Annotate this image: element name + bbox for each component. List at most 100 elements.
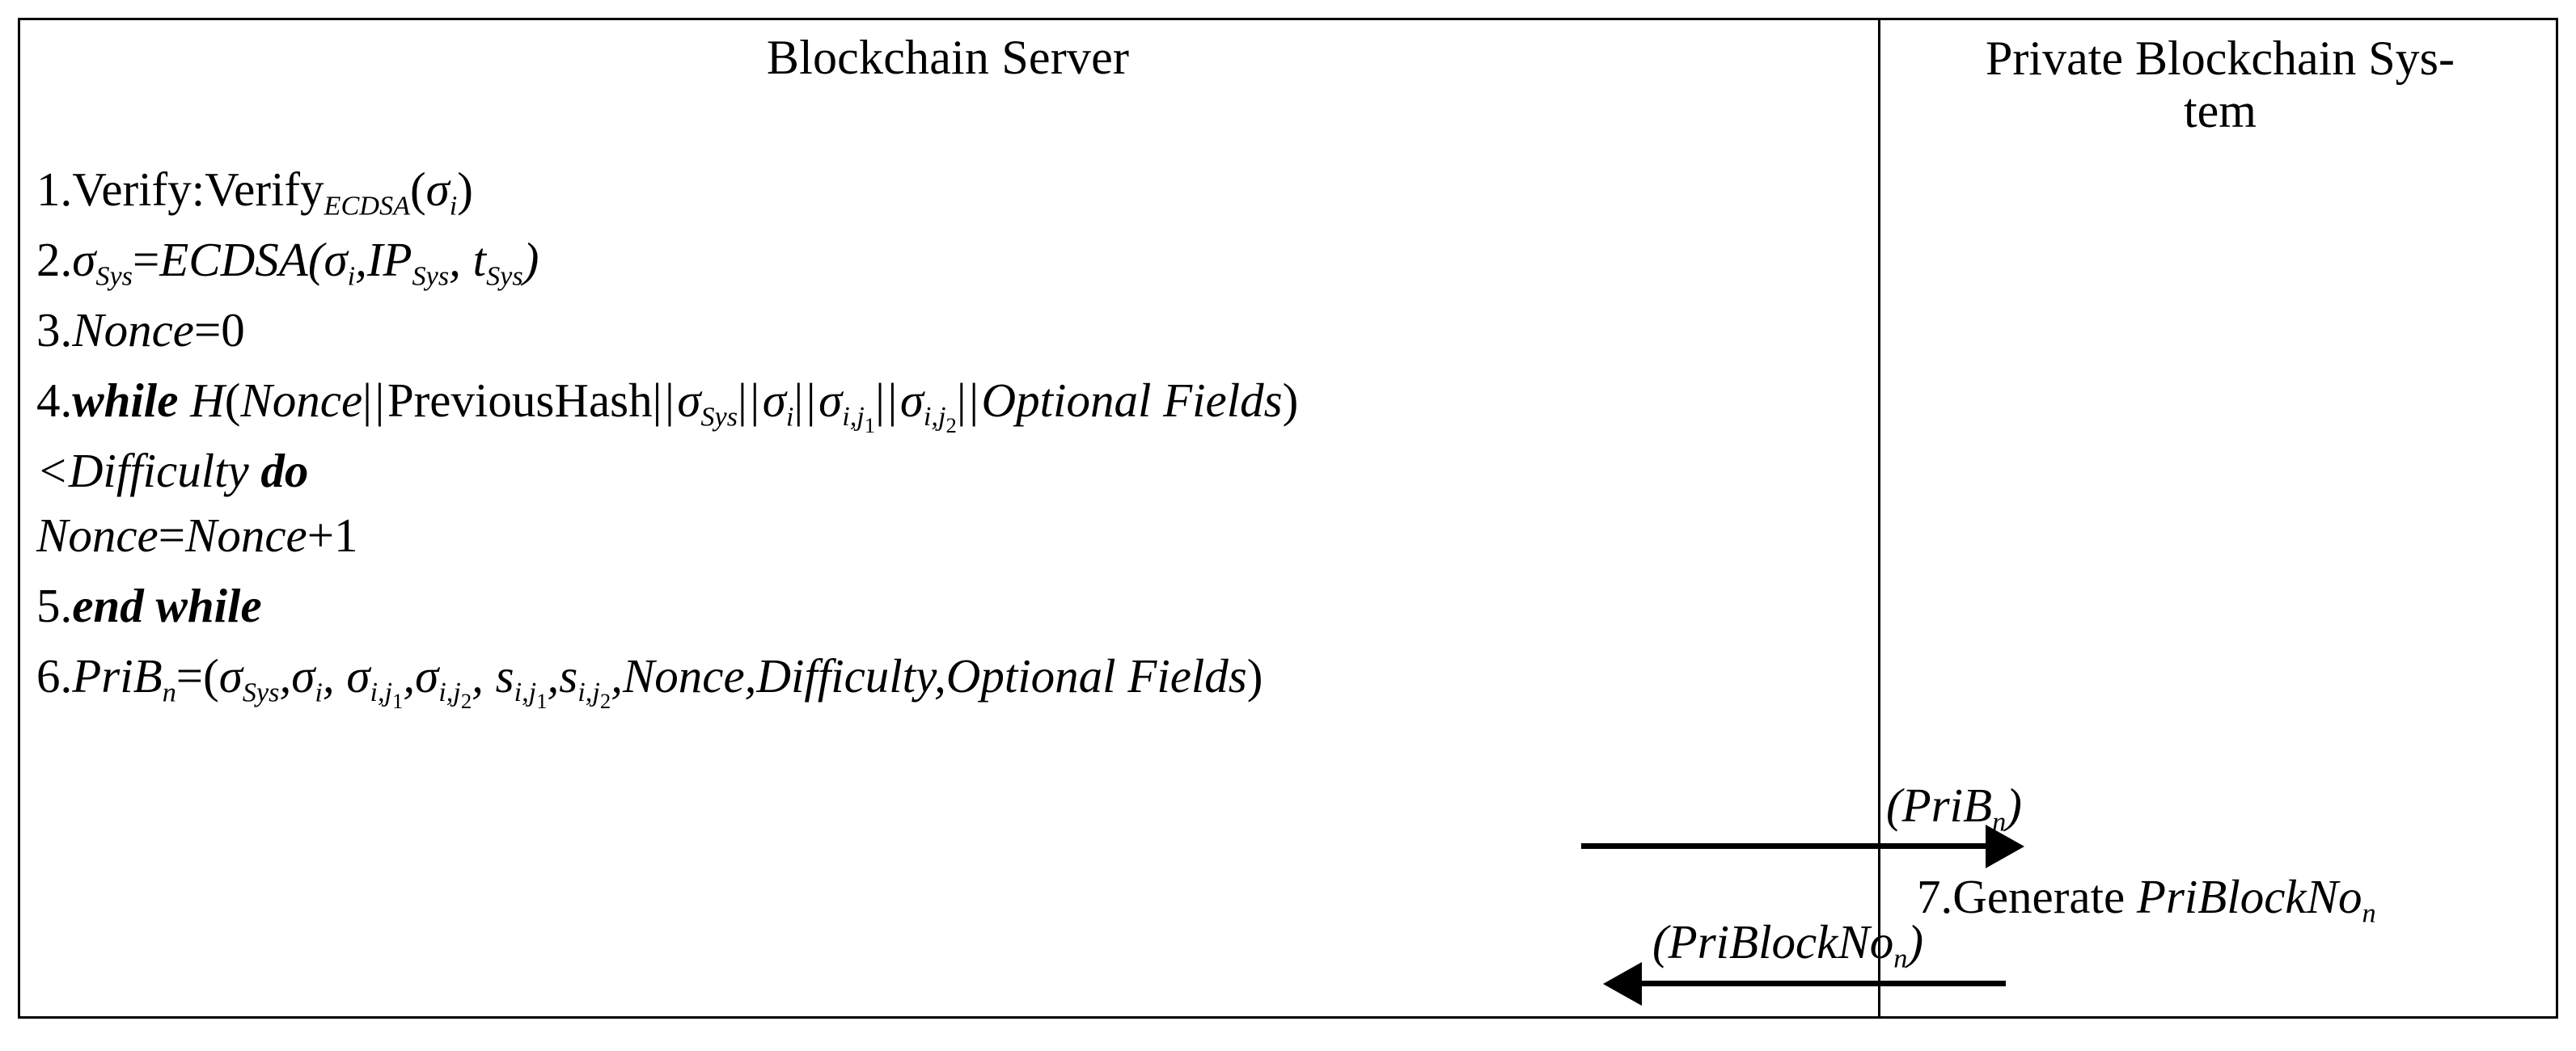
step-4-sep-4: || (793, 374, 819, 427)
step-6-comma-3: , (403, 649, 416, 703)
step-6-s-ij1-sub-index: 1 (536, 689, 548, 714)
step-6-field-nonce: Nonce (622, 649, 745, 703)
step-4-hash-function: H (190, 374, 225, 427)
step-5-number: 5. (36, 579, 73, 632)
step-2-arg-2: IP (366, 233, 412, 286)
step-6-comma-4: , (472, 649, 484, 703)
step-6-field-sigma-sys-subscript: Sys (242, 677, 280, 708)
step-4-body-rhs: Nonce (185, 509, 307, 562)
step-4-keyword-while: while (72, 374, 179, 427)
step-2-arg-1-subscript: i (347, 261, 356, 292)
step-4-term-sigma-ij1: σ (818, 374, 843, 427)
step-4-sigma-ij2-sub-base: i,j (923, 402, 946, 433)
step-6-lhs-subscript: n (162, 677, 176, 708)
step-4-term-sigma-i: σ (762, 374, 786, 427)
step-6-field-sigma-ij2: σ (415, 649, 439, 703)
step-6-sigma-ij2-sub-base: i,j (438, 677, 461, 708)
step-6-open-paren: ( (203, 649, 219, 703)
step-1-function-subscript: ECDSA (324, 191, 410, 222)
step-4-term-optional-fields: Optional Fields (981, 374, 1283, 427)
step-4-close-paren: ) (1282, 374, 1299, 427)
step-4-open-paren: ( (224, 374, 241, 427)
algo-step-4: 4.while H(Nonce||PreviousHash||σSys||σi|… (36, 374, 1872, 438)
step-3-variable: Nonce (72, 303, 194, 357)
step-6-field-optional-fields: Optional Fields (945, 649, 1247, 703)
step-6-field-difficulty: Difficulty (756, 649, 935, 703)
step-1-argument-subscript: i (449, 191, 458, 222)
step-4-sep-1: || (362, 374, 387, 427)
step-6-sigma-ij1-sub-base: i,j (370, 677, 393, 708)
step-4-term-sigma-ij2-subscript: i,j2 (923, 402, 957, 437)
step-4-term-sigma-i-subscript: i (785, 402, 794, 433)
step-1-open-paren: ( (410, 163, 426, 216)
algo-step-7: 7.Generate PriBlockNon (1917, 869, 2376, 929)
message-label-prib-name: PriB (1901, 779, 1993, 832)
lane-title-private-blockchain-system-line2: tem (2184, 83, 2257, 137)
protocol-diagram-box (18, 18, 2558, 1019)
step-6-field-sigma-i: σ (291, 649, 315, 703)
step-4-term-previoushash: PreviousHash (387, 374, 653, 427)
step-4-term-sigma-ij2: σ (899, 374, 924, 427)
step-1-close-paren: ) (457, 163, 473, 216)
step-6-number: 6. (36, 649, 73, 703)
step-4-body-increment: +1 (307, 509, 358, 562)
step-6-field-s-ij1-subscript: i,j1 (514, 677, 548, 712)
step-6-comma-5: , (547, 649, 560, 703)
step-4-term-nonce: Nonce (240, 374, 363, 427)
step-6-close-paren: ) (1246, 649, 1263, 703)
step-6-s-ij2-sub-index: 2 (599, 689, 611, 714)
step-7-object: PriBlockNo (2136, 870, 2362, 923)
algo-step-6: 6.PriBn=(σSys,σi, σi,j1,σi,j2, si,j1,si,… (36, 649, 1872, 712)
step-4-sigma-ij2-sub-index: 2 (945, 413, 957, 438)
step-6-field-s-ij1: s (495, 649, 514, 703)
step-7-verb: Generate (1952, 870, 2126, 923)
message-arrow-backward-line (1642, 981, 2006, 986)
step-2-arg-2-subscript: Sys (412, 261, 450, 292)
step-6-equals: = (176, 649, 204, 703)
step-2-arg-3: t (472, 233, 487, 286)
step-7-object-subscript: n (2362, 898, 2376, 929)
step-2-open-paren: ( (307, 233, 324, 286)
step-6-field-s-ij2-subscript: i,j2 (577, 677, 611, 712)
message-arrow-forward-head-icon (1986, 825, 2024, 868)
step-6-sigma-ij2-sub-index: 2 (460, 689, 472, 714)
step-6-comma-1: , (279, 649, 292, 703)
step-6-comma-7: , (744, 649, 757, 703)
step-6-s-ij1-sub-base: i,j (514, 677, 537, 708)
step-4-sep-6: || (956, 374, 982, 427)
lane-divider (1878, 18, 1880, 1019)
step-2-equals: = (132, 233, 160, 286)
message-label-priblockno: (PriBlockNon) (1652, 914, 1923, 974)
message-label-priblockno-subscript: n (1893, 943, 1908, 974)
step-2-close-paren: ) (522, 233, 539, 286)
step-4-sep-3: || (738, 374, 763, 427)
message-arrow-backward-head-icon (1603, 962, 1642, 1006)
step-2-arg-3-subscript: Sys (486, 261, 523, 292)
step-6-sigma-ij1-sub-index: 1 (392, 689, 404, 714)
step-4-difficulty: Difficulty (68, 444, 249, 497)
step-1-argument: σ (425, 163, 450, 216)
step-1-number: 1. (36, 163, 73, 216)
algo-step-4-condition: <Difficulty do (36, 447, 1872, 505)
algo-step-3: 3.Nonce=0 (36, 306, 1872, 365)
step-4-number: 4. (36, 374, 73, 427)
step-2-lhs: σ (72, 233, 96, 286)
step-4-sigma-ij1-sub-base: i,j (842, 402, 865, 433)
algo-step-2: 2.σSys=ECDSA(σi,IPSys, tSys) (36, 236, 1872, 294)
step-6-field-s-ij2: s (559, 649, 578, 703)
step-2-comma-1: , (355, 233, 367, 286)
step-4-sigma-ij1-sub-index: 1 (864, 413, 876, 438)
algo-step-1: 1.Verify:VerifyECDSA(σi) (36, 166, 1872, 224)
step-2-arg-1: σ (324, 233, 348, 286)
step-6-comma-6: , (611, 649, 623, 703)
lane-header-private-blockchain-system: Private Blockchain Sys- tem (1893, 32, 2548, 137)
algorithm-body: 1.Verify:VerifyECDSA(σi) 2.σSys=ECDSA(σi… (36, 166, 1872, 723)
step-4-term-sigma-sys: σ (677, 374, 701, 427)
step-6-field-sigma-ij2-subscript: i,j2 (438, 677, 472, 712)
step-6-comma-2: , (322, 649, 335, 703)
step-6-field-sigma-ij1-subscript: i,j1 (370, 677, 403, 712)
step-1-function: Verify (205, 163, 324, 216)
step-6-field-sigma-i-subscript: i (315, 677, 323, 708)
step-2-function: ECDSA (159, 233, 308, 286)
step-4-term-sigma-sys-subscript: Sys (700, 402, 738, 433)
